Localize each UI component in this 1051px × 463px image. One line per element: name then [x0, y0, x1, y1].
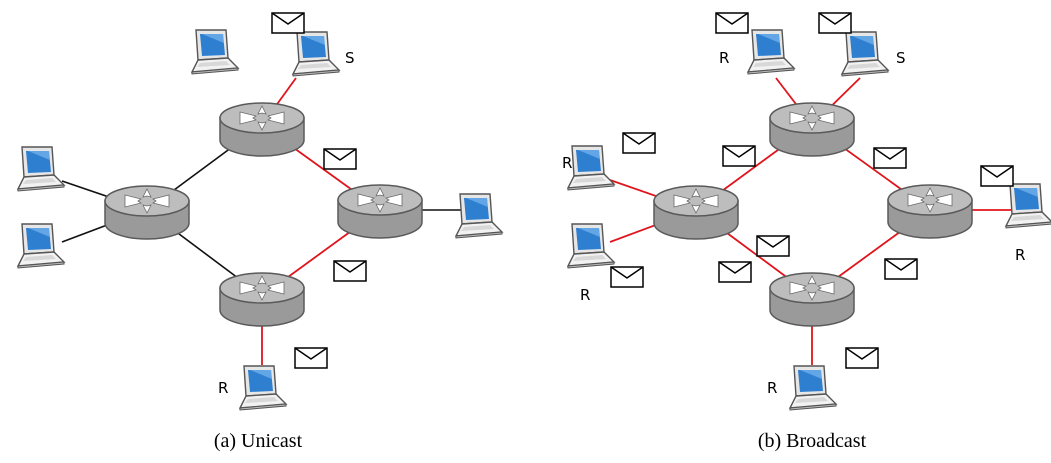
laptop-icon — [191, 29, 239, 75]
broadcast-diagram: S R R R R R (b) Broadcast — [562, 12, 1051, 452]
router-icon — [219, 272, 305, 327]
caption-unicast: (a) Unicast — [214, 430, 303, 452]
router-icon — [769, 102, 855, 157]
laptop-icon — [841, 31, 889, 77]
envelope-icon — [271, 12, 305, 34]
laptop-icon — [747, 29, 795, 75]
envelope-icon — [756, 235, 790, 257]
router-icon — [653, 185, 739, 240]
envelope-icon — [715, 12, 749, 34]
laptop-icon — [17, 223, 65, 269]
receiver-label: R — [562, 154, 572, 172]
envelope-icon — [884, 258, 918, 280]
envelope-icon — [722, 145, 756, 167]
receiver-label: R — [719, 49, 729, 67]
envelope-icon — [845, 347, 879, 369]
sender-label: S — [896, 49, 906, 67]
envelope-icon — [818, 12, 852, 34]
laptop-icon — [1005, 183, 1051, 229]
caption-broadcast: (b) Broadcast — [758, 430, 867, 452]
envelope-icon — [718, 261, 752, 283]
envelope-icon — [333, 260, 367, 282]
sender-label: S — [345, 49, 355, 67]
router-icon — [887, 184, 973, 239]
receiver-label: R — [767, 379, 777, 397]
laptop-icon — [789, 365, 837, 411]
router-icon — [337, 184, 423, 239]
laptop-icon — [239, 365, 287, 411]
laptop-icon — [292, 31, 340, 77]
laptop-icon — [567, 223, 615, 269]
router-icon — [769, 272, 855, 327]
router-icon — [219, 102, 305, 157]
unicast-diagram: S R (a) Unicast — [17, 12, 503, 452]
envelope-icon — [323, 148, 357, 170]
envelope-icon — [980, 165, 1014, 187]
laptop-icon — [567, 145, 615, 191]
envelope-icon — [294, 347, 328, 369]
receiver-label: R — [218, 379, 228, 397]
receiver-label: R — [1015, 246, 1025, 264]
envelope-icon — [873, 147, 907, 169]
envelope-icon — [622, 132, 656, 154]
laptop-icon — [455, 193, 503, 239]
envelope-icon — [610, 266, 644, 288]
laptop-icon — [17, 146, 65, 192]
receiver-label: R — [580, 286, 590, 304]
router-icon — [104, 185, 190, 240]
